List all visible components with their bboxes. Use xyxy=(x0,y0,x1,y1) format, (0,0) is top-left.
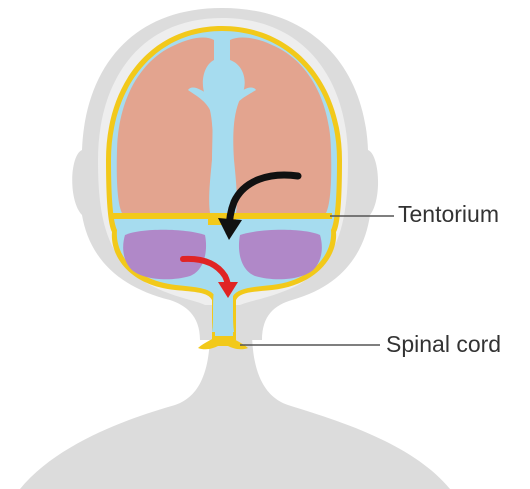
spinal-cord-canal xyxy=(212,290,234,332)
left-cerebellum xyxy=(123,230,206,280)
tentorium-label: Tentorium xyxy=(398,203,499,226)
right-cerebellum xyxy=(239,230,322,280)
spinal-cord-label: Spinal cord xyxy=(386,333,501,356)
